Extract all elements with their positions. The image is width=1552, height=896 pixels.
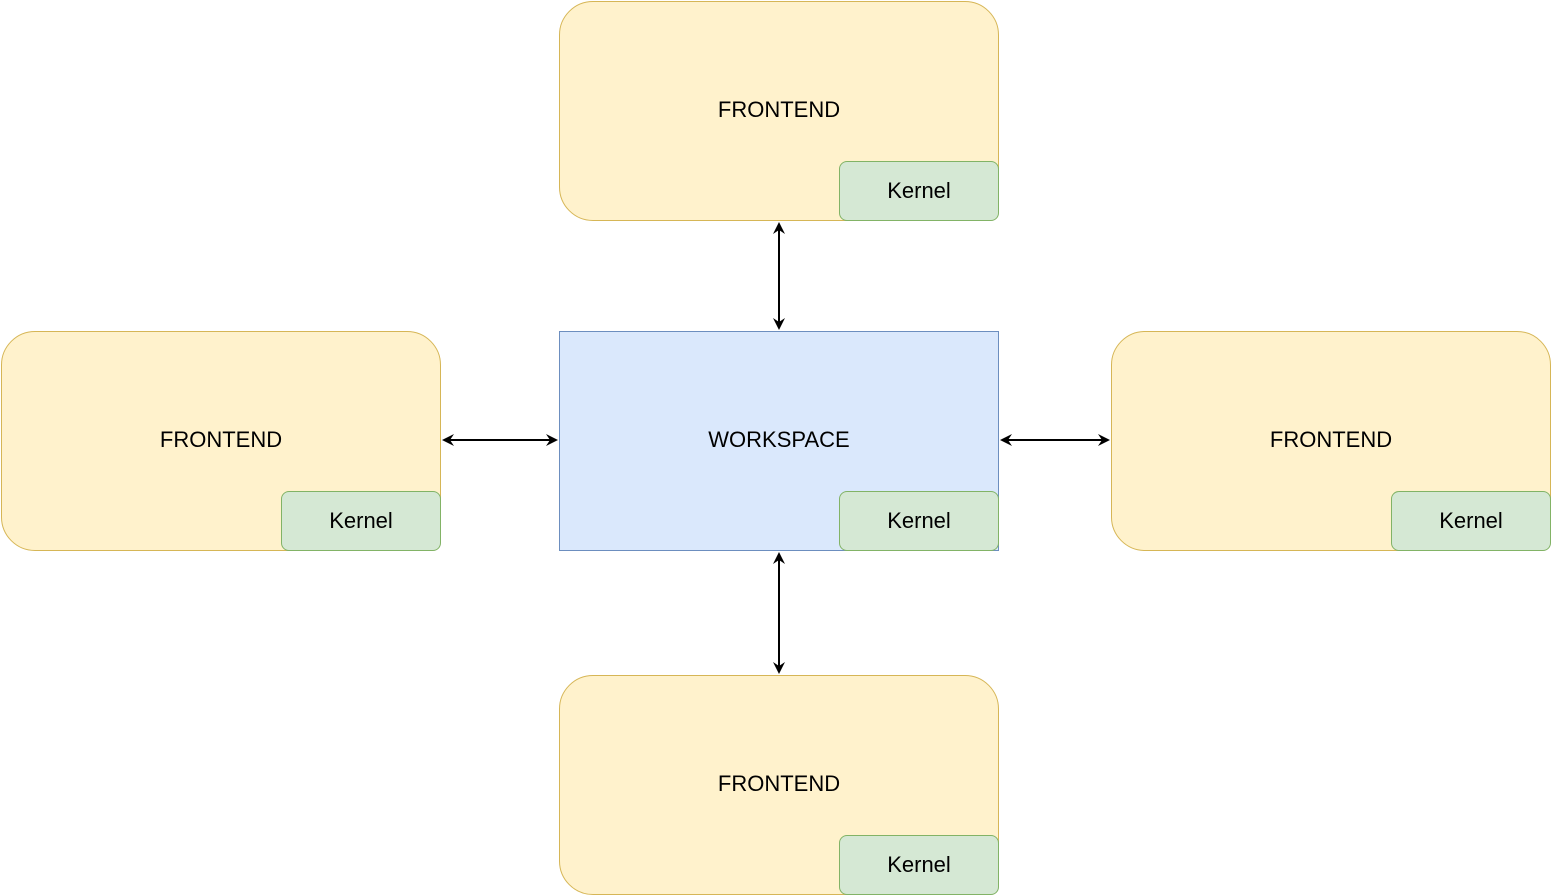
- kernel-frontend-bottom[interactable]: Kernel: [839, 835, 999, 895]
- frontend-right-label: FRONTEND: [1269, 427, 1393, 452]
- kernel-frontend-right-label: Kernel: [1439, 508, 1503, 533]
- kernel-frontend-top[interactable]: Kernel: [839, 161, 999, 221]
- workspace-label: WORKSPACE: [708, 427, 850, 452]
- frontend-top-label: FRONTEND: [717, 97, 841, 122]
- kernel-frontend-bottom-label: Kernel: [887, 852, 951, 877]
- frontend-left[interactable]: FRONTEND: [1, 331, 441, 551]
- kernel-frontend-right[interactable]: Kernel: [1391, 491, 1551, 551]
- kernel-frontend-left-label: Kernel: [329, 508, 393, 533]
- frontend-left-label: FRONTEND: [159, 427, 283, 452]
- kernel-frontend-left[interactable]: Kernel: [281, 491, 441, 551]
- frontend-bottom-label: FRONTEND: [717, 771, 841, 796]
- kernel-workspace-label: Kernel: [887, 508, 951, 533]
- frontend-top[interactable]: FRONTEND: [559, 1, 999, 221]
- kernel-workspace[interactable]: Kernel: [839, 491, 999, 551]
- kernel-frontend-top-label: Kernel: [887, 178, 951, 203]
